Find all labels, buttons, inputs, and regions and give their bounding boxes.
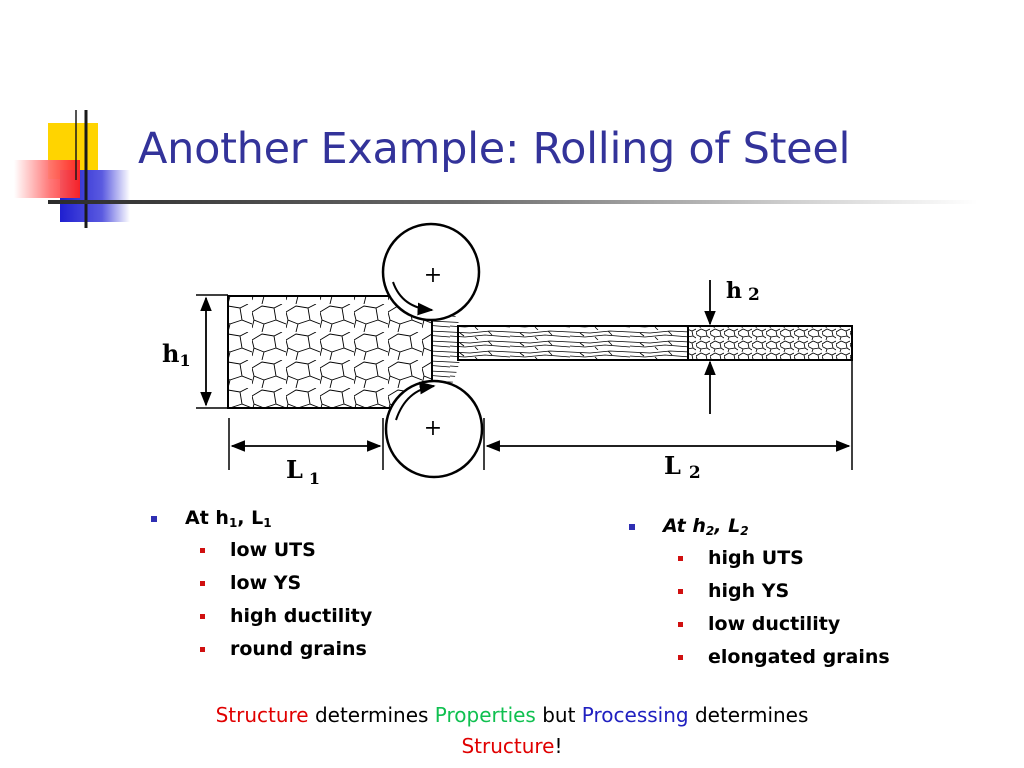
list-item: high UTS xyxy=(626,546,890,579)
left-properties-list: At h1, L1 low UTS low YS high ductility … xyxy=(148,506,372,670)
footer-statement: Structure determines Properties but Proc… xyxy=(0,700,1024,762)
title-underline xyxy=(48,200,978,204)
footer-structure-word: Structure xyxy=(215,703,309,727)
left-heading: At h1, L1 xyxy=(148,506,372,538)
slab-thin-elongated xyxy=(457,325,689,361)
right-properties-list: At h2, L2 high UTS high YS low ductility… xyxy=(626,514,890,678)
logo-red-square xyxy=(14,160,80,198)
roll-top xyxy=(381,222,481,322)
slide-logo-icon xyxy=(14,110,130,228)
list-item: low YS xyxy=(148,571,372,604)
footer-text: determines xyxy=(688,703,809,727)
slab-transition xyxy=(432,296,460,408)
roll-bottom xyxy=(384,379,484,479)
roll-bottom-rotation-arrow xyxy=(395,381,436,421)
list-item: round grains xyxy=(148,637,372,670)
roll-top-mark: + xyxy=(424,263,442,288)
h1-label: h1 xyxy=(162,339,191,370)
roll-bottom-mark: + xyxy=(424,416,442,441)
footer-text: but xyxy=(535,703,582,727)
list-item: elongated grains xyxy=(626,645,890,678)
footer-properties-word: Properties xyxy=(434,703,536,727)
footer-text: ! xyxy=(554,734,563,758)
roll-top-rotation-arrow xyxy=(392,281,434,316)
slab-thin-recrystallized xyxy=(687,325,853,361)
list-item: low UTS xyxy=(148,538,372,571)
footer-structure-word-2: Structure xyxy=(461,734,555,758)
list-item: high ductility xyxy=(148,604,372,637)
right-heading: At h2, L2 xyxy=(626,514,890,546)
slab-thick-section xyxy=(227,295,433,409)
footer-processing-word: Processing xyxy=(581,703,689,727)
list-item: high YS xyxy=(626,579,890,612)
slide-title: Another Example: Rolling of Steel xyxy=(138,124,851,174)
footer-text: determines xyxy=(308,703,435,727)
list-item: low ductility xyxy=(626,612,890,645)
